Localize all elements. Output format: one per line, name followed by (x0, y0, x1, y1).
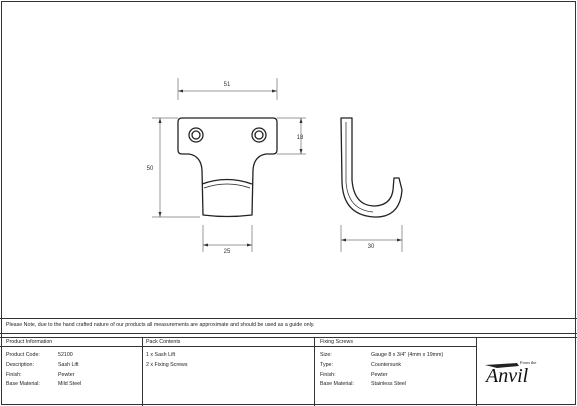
column-divider-1 (142, 337, 143, 406)
pack-contents-title: Pack Contents (146, 339, 181, 345)
disclaimer-note: Please Note, due to the hand crafted nat… (6, 322, 315, 328)
dimension-hook-depth-label: 30 (368, 244, 375, 250)
logo-prefix: From the (520, 360, 536, 365)
dimension-top-band: 18 (277, 117, 306, 155)
dimension-width-label: 51 (224, 82, 231, 88)
dimension-width: 51 (177, 78, 278, 100)
column-divider-2 (314, 337, 315, 406)
section-header-underline (0, 346, 477, 347)
anvil-logo: From the Anvil (484, 360, 536, 386)
dimension-hook-depth: 30 (340, 225, 403, 252)
anvil-icon (485, 363, 519, 368)
technical-drawing: 51 50 18 25 (147, 78, 403, 255)
pack-contents-item: 2 x Fixing Screws (146, 362, 188, 368)
table-divider (0, 333, 577, 334)
dimension-top-band-label: 18 (297, 135, 304, 141)
dimension-height-label: 50 (147, 166, 154, 172)
product-information-title: Product Information (6, 339, 53, 345)
logo-wordmark: Anvil (484, 365, 529, 386)
table-divider-secondary (0, 337, 577, 338)
pack-contents-item: 1 x Sash Lift (146, 352, 176, 358)
dimension-base-width-label: 25 (224, 249, 231, 255)
sash-lift-side-view (340, 117, 403, 218)
sash-lift-front-view (177, 117, 278, 218)
dimension-height: 50 (147, 117, 200, 218)
dimension-base-width: 25 (202, 225, 253, 255)
fixing-screws-title: Fixing Screws (320, 339, 353, 345)
table-top-border (0, 318, 577, 319)
column-divider-3 (476, 337, 477, 406)
